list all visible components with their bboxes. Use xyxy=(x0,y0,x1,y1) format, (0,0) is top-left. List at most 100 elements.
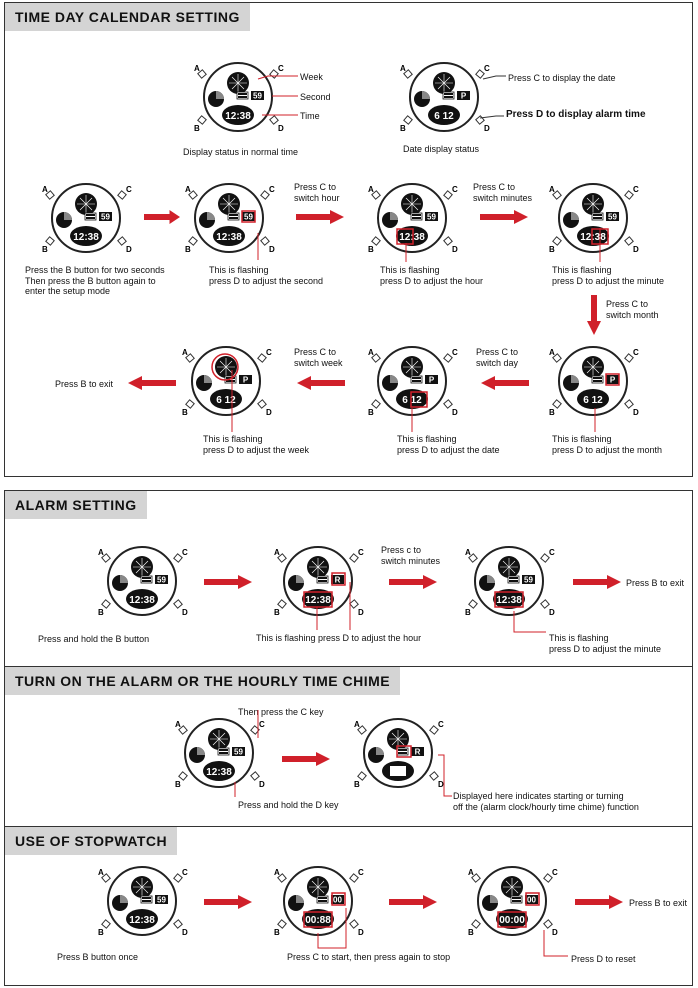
svg-text:C: C xyxy=(633,185,639,194)
caption-hold-d: Press and hold the D key xyxy=(238,800,339,810)
svg-text:R: R xyxy=(415,748,421,757)
svg-text:B: B xyxy=(354,780,360,789)
section-title: USE OF STOPWATCH xyxy=(5,827,178,855)
svg-text:12:38: 12:38 xyxy=(129,595,155,606)
svg-text:D: D xyxy=(484,124,490,133)
watch-stopwatch-2: 00 00:88 A B C D xyxy=(274,865,364,937)
svg-text:D: D xyxy=(452,408,458,417)
caption-then-c: Then press the C key xyxy=(238,707,324,717)
svg-text:12:38: 12:38 xyxy=(73,232,99,243)
svg-text:D: D xyxy=(266,408,272,417)
svg-text:B: B xyxy=(465,608,471,617)
svg-text:B: B xyxy=(175,780,181,789)
svg-text:D: D xyxy=(126,245,132,254)
watch-step3: 59 12:38 A B C D xyxy=(368,182,458,254)
red-arrow-right-icon xyxy=(389,575,437,589)
highlight-box xyxy=(331,572,346,586)
svg-text:D: D xyxy=(269,245,275,254)
svg-text:D: D xyxy=(552,928,558,937)
caption-press-b-once: Press B button once xyxy=(57,952,139,962)
red-arrow-right-icon xyxy=(204,575,252,589)
red-arrow-right-icon xyxy=(282,752,330,766)
caption-hold-b: Press and hold the B button xyxy=(38,634,150,644)
red-arrow-left-icon xyxy=(297,376,345,390)
svg-text:12:38: 12:38 xyxy=(129,915,155,926)
svg-text:A: A xyxy=(274,548,280,557)
watch-step6: P 6 12 A B C D xyxy=(368,345,458,417)
svg-text:12:38: 12:38 xyxy=(206,767,232,778)
svg-text:D: D xyxy=(633,408,639,417)
svg-text:59: 59 xyxy=(253,92,262,101)
svg-text:B: B xyxy=(274,608,280,617)
highlight-box xyxy=(241,210,256,223)
label-week: Week xyxy=(300,72,323,82)
svg-text:B: B xyxy=(549,408,555,417)
svg-text:C: C xyxy=(182,548,188,557)
svg-text:P: P xyxy=(429,376,435,385)
caption-stopwatch-exit: Press B to exit xyxy=(629,898,688,908)
svg-text:C: C xyxy=(484,64,490,73)
svg-text:6 12: 6 12 xyxy=(434,111,454,122)
svg-text:00: 00 xyxy=(333,896,342,905)
svg-text:B: B xyxy=(42,245,48,254)
svg-text:B: B xyxy=(274,928,280,937)
svg-text:A: A xyxy=(468,868,474,877)
svg-text:A: A xyxy=(368,348,374,357)
highlight-box xyxy=(525,892,540,906)
watch-normal: 59 12:38 A B C D xyxy=(194,61,284,133)
svg-text:B: B xyxy=(98,608,104,617)
red-arrow-left-icon xyxy=(481,376,529,390)
svg-text:A: A xyxy=(182,348,188,357)
caption-switch-hour: Press C to switch hour xyxy=(294,182,340,203)
red-arrow-right-icon xyxy=(144,210,180,224)
svg-text:12:38: 12:38 xyxy=(580,232,606,243)
svg-text:A: A xyxy=(175,720,181,729)
svg-text:A: A xyxy=(274,868,280,877)
svg-text:B: B xyxy=(98,928,104,937)
svg-text:C: C xyxy=(452,185,458,194)
svg-text:D: D xyxy=(633,245,639,254)
caption-switch-minutes: Press C to switch minutes xyxy=(473,182,533,203)
svg-text:B: B xyxy=(400,124,406,133)
watch-step7: P 6 12 A B C D xyxy=(182,345,272,417)
highlight-box xyxy=(331,892,346,906)
svg-text:D: D xyxy=(438,780,444,789)
caption-step5: This is flashing press D to adjust the m… xyxy=(552,434,663,455)
svg-text:A: A xyxy=(549,185,555,194)
svg-text:A: A xyxy=(549,348,555,357)
svg-text:12:38: 12:38 xyxy=(216,232,242,243)
watch-step5: P 6 12 A B C D xyxy=(549,345,639,417)
svg-text:59: 59 xyxy=(101,213,110,222)
svg-text:C: C xyxy=(126,185,132,194)
svg-text:C: C xyxy=(549,548,555,557)
svg-text:A: A xyxy=(42,185,48,194)
svg-text:A: A xyxy=(400,64,406,73)
svg-text:A: A xyxy=(98,548,104,557)
svg-text:00: 00 xyxy=(527,896,536,905)
highlight-box xyxy=(396,745,412,758)
svg-text:C: C xyxy=(269,185,275,194)
svg-text:D: D xyxy=(182,608,188,617)
caption-switch-minutes-alarm: Press c to switch minutes xyxy=(381,545,441,566)
watch-chime-2: R A B C D xyxy=(354,717,444,789)
caption-step3: This is flashing press D to adjust the h… xyxy=(380,265,484,286)
watch-chime-1: 59 12:38 A B C D xyxy=(175,717,265,789)
svg-text:C: C xyxy=(278,64,284,73)
svg-text:B: B xyxy=(182,408,188,417)
caption-step6: This is flashing press D to adjust the d… xyxy=(397,434,500,455)
red-arrow-right-icon xyxy=(480,210,528,224)
caption-step2: This is flashing press D to adjust the s… xyxy=(209,265,324,286)
svg-text:59: 59 xyxy=(244,213,253,222)
svg-text:A: A xyxy=(465,548,471,557)
svg-text:A: A xyxy=(185,185,191,194)
svg-text:59: 59 xyxy=(157,896,166,905)
highlight-box xyxy=(396,228,414,245)
highlight-box xyxy=(605,373,620,386)
svg-text:C: C xyxy=(266,348,272,357)
red-arrow-down-icon xyxy=(587,295,601,335)
svg-text:B: B xyxy=(468,928,474,937)
caption-switch-day: Press C to switch day xyxy=(476,347,519,368)
svg-text:A: A xyxy=(194,64,200,73)
svg-text:P: P xyxy=(243,376,249,385)
svg-text:D: D xyxy=(358,928,364,937)
